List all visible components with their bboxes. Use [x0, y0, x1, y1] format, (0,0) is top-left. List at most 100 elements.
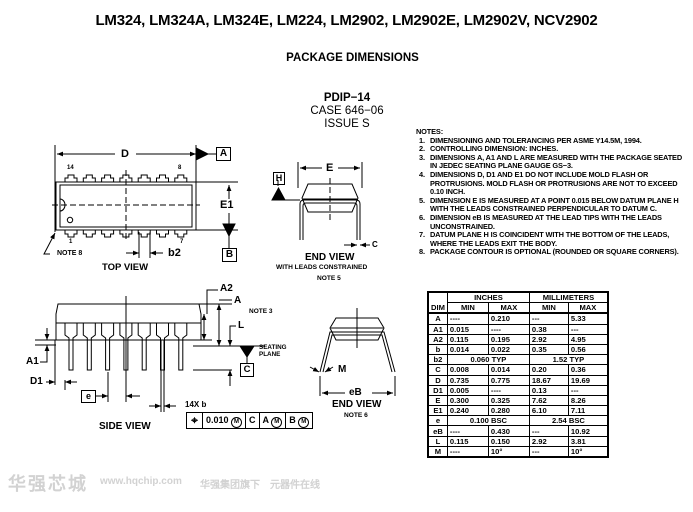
- end-view-1-drawing: [271, 162, 370, 248]
- watermark-url: www.hqchip.com: [100, 476, 182, 487]
- pin-top-row: [64, 174, 78, 182]
- fcf-datum-A: A M: [260, 413, 287, 428]
- note-number: 4.: [419, 169, 425, 179]
- note-text: DIMENSION E IS MEASURED AT A POINT 0.015…: [430, 195, 679, 214]
- end-view-1-subtitle: WITH LEADS CONSTRAINED: [276, 264, 368, 271]
- mmc-modifier-icon: M: [271, 417, 283, 428]
- dim-E-label: E: [326, 162, 334, 174]
- note-item: 2.CONTROLLING DIMENSION: INCHES.: [416, 144, 690, 154]
- note-item: 1. DIMENSIONING AND TOLERANCING PER ASME …: [416, 135, 690, 146]
- dim-C-label: C: [372, 240, 378, 249]
- group-header-inches: INCHES: [446, 291, 530, 304]
- dim-b2-label: b2: [168, 247, 181, 259]
- col-header: MIN: [528, 302, 569, 314]
- table-col-header-row: DIM MIN MAX MIN MAX: [427, 302, 609, 314]
- datum-B-box: B: [222, 248, 237, 262]
- pin-top-row: [82, 174, 96, 182]
- side-lead: [82, 323, 96, 371]
- mm-min-cell: 2.92: [528, 435, 569, 447]
- pin-bottom-row: [119, 230, 133, 238]
- dim-e-box: e: [81, 390, 96, 403]
- note-number: 8.: [419, 247, 425, 257]
- pin-top-row: [156, 174, 169, 182]
- table-row: M----10°---10°: [427, 445, 609, 458]
- dim-L-label: L: [238, 320, 245, 331]
- pin-bottom-row: [64, 230, 78, 238]
- dim-14x-b-label: 14X b: [185, 400, 207, 409]
- side-lead: [64, 323, 78, 371]
- note-6-label: NOTE 6: [344, 412, 368, 419]
- note-text: DATUM PLANE H IS COINCIDENT WITH THE BOT…: [430, 230, 670, 248]
- seating-plane-label: SEATING PLANE: [259, 344, 287, 358]
- note-text: PACKAGE CONTOUR IS OPTIONAL (ROUNDED OR …: [430, 247, 679, 257]
- end-view-2-drawing: [309, 308, 396, 396]
- side-lead: [174, 323, 188, 371]
- side-lead: [156, 323, 169, 371]
- note-number: 6.: [419, 212, 425, 222]
- datum-A-box: A: [216, 147, 231, 161]
- document-title: LM324, LM324A, LM324E, LM224, LM2902, LM…: [95, 12, 598, 29]
- top-view-drawing: [43, 145, 238, 258]
- note-text: DIMENSION eB IS MEASURED AT THE LEAD TIP…: [430, 212, 662, 231]
- note-item: 6. DIMENSION eB IS MEASURED AT THE LEAD T…: [416, 212, 690, 231]
- package-case: CASE 646−06: [310, 105, 384, 117]
- side-view-drawing: [35, 289, 265, 412]
- dim-A2-label: A2: [220, 283, 233, 294]
- watermark-tagline-2: 元器件在线: [270, 480, 320, 491]
- pin-8-label: 8: [178, 165, 182, 171]
- fcf-datum-B-letter: B: [289, 415, 296, 425]
- note-item: 3.DIMENSIONS A, A1 AND L ARE MEASURED WI…: [416, 152, 690, 171]
- group-header-mm: MILLIMETERS: [528, 291, 609, 304]
- package-issue: ISSUE S: [324, 118, 370, 130]
- watermark-brand: 华强芯城: [8, 474, 88, 494]
- pin-bottom-row: [174, 230, 188, 238]
- note-5-label: NOTE 5: [317, 275, 341, 282]
- datum-H-box: H: [273, 172, 285, 185]
- note-number: 5.: [419, 195, 425, 205]
- mmc-modifier-icon: M: [298, 417, 310, 428]
- end-view-1-title: END VIEW: [305, 252, 355, 263]
- dim-cell: L: [427, 435, 448, 447]
- notes-heading: NOTES:: [416, 127, 444, 136]
- pin-top-row: [119, 174, 133, 182]
- note-item: 8. PACKAGE CONTOUR IS OPTIONAL (ROUNDED O…: [416, 248, 690, 257]
- package-name: PDIP−14: [323, 92, 371, 104]
- mm-min-cell: ---: [528, 445, 569, 458]
- pin-bottom-row: [137, 230, 151, 238]
- fcf-datum-C: C: [246, 413, 260, 428]
- note-item: 5. DIMENSION E IS MEASURED AT A POINT 0.0…: [416, 195, 690, 214]
- notes: NOTES: 1. DIMENSIONING AND TOLERANCING PE…: [416, 127, 690, 257]
- note-item: 7. DATUM PLANE H IS COINCIDENT WITH THE B…: [416, 230, 690, 248]
- pin-7-label: 7: [180, 239, 184, 245]
- table-corner: [427, 291, 448, 303]
- fcf-datum-A-letter: A: [262, 415, 269, 425]
- fcf-datum-B: B M: [286, 413, 312, 428]
- table-row: A----0.210---5.33: [427, 312, 609, 325]
- pin-top-row: [101, 174, 115, 182]
- feature-control-frame: ⌖ 0.010 M C A M B M: [186, 412, 314, 429]
- position-icon: ⌖: [187, 413, 203, 428]
- col-header: MAX: [567, 302, 609, 314]
- top-view-pins: [64, 174, 188, 238]
- section-title: PACKAGE DIMENSIONS: [286, 52, 419, 64]
- side-view-pins: [64, 323, 188, 371]
- note-item: 4.DIMENSIONS D, D1 AND E1 DO NOT INCLUDE…: [416, 169, 690, 197]
- seating-label-line1: SEATING: [259, 344, 287, 351]
- dim-cell: M: [427, 445, 448, 458]
- watermark-tagline: 华强集团旗下: [200, 480, 260, 491]
- dim-E1-label: E1: [220, 199, 234, 211]
- note-text: DIMENSIONING AND TOLERANCING PER ASME Y1…: [430, 135, 642, 145]
- note-number: 7.: [419, 230, 425, 240]
- note-number: 1.: [419, 135, 425, 145]
- end-view-2-title: END VIEW: [332, 399, 382, 410]
- pin-14-label: 14: [67, 165, 74, 171]
- notes-list: 1. DIMENSIONING AND TOLERANCING PER ASME …: [416, 135, 690, 257]
- top-view-title: TOP VIEW: [102, 262, 149, 273]
- dim-M-label: M: [338, 364, 347, 375]
- dim-D1-label: D1: [30, 376, 43, 387]
- note-number: 3.: [419, 152, 425, 162]
